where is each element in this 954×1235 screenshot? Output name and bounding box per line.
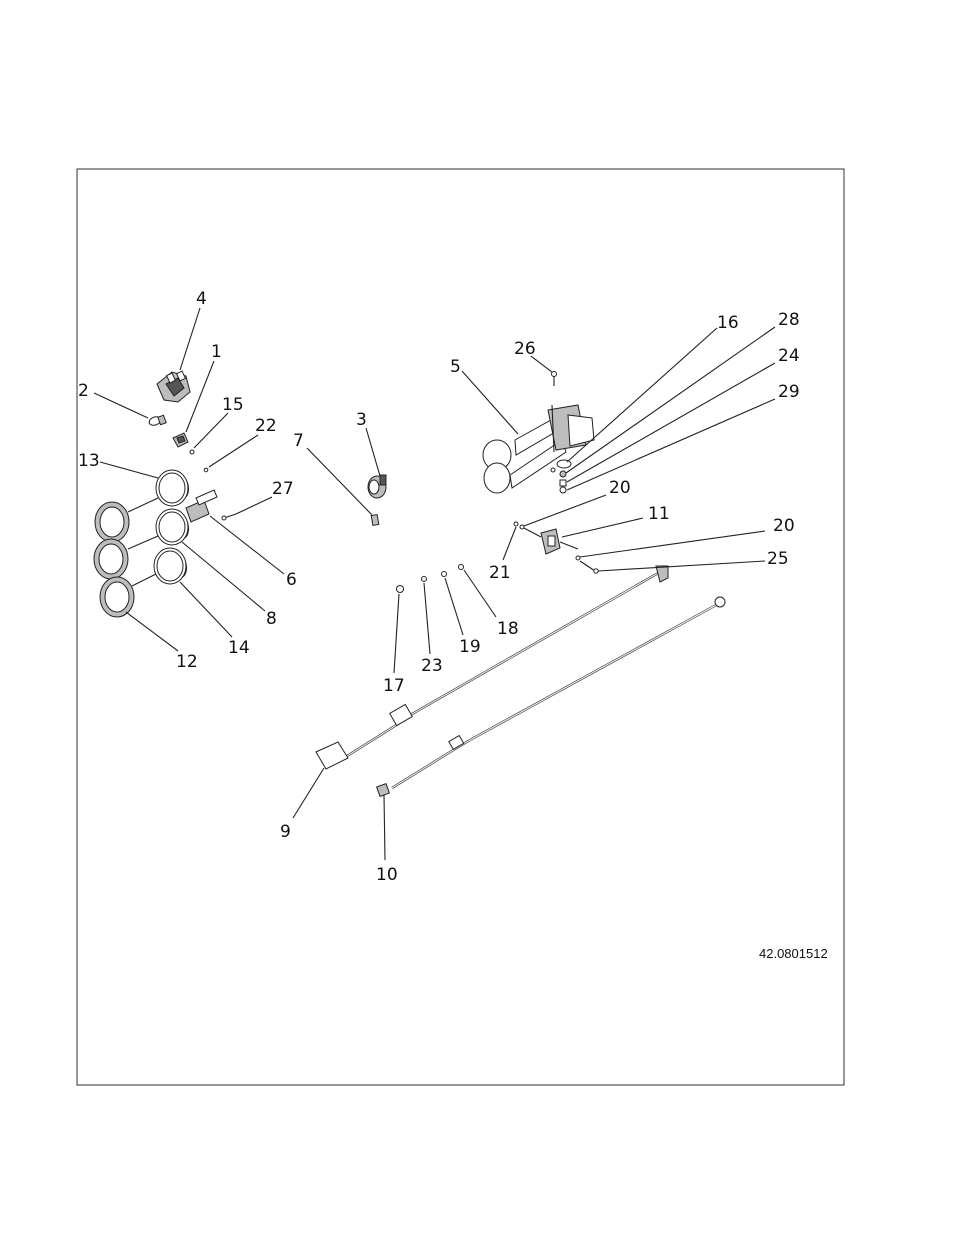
callout-2: 2 <box>78 381 89 401</box>
leader-25 <box>598 561 765 571</box>
leader-20b <box>580 531 765 557</box>
part-20-pin-a <box>520 525 524 529</box>
leader-23 <box>424 583 430 654</box>
leader-8 <box>182 542 265 611</box>
callout-20b: 20 <box>773 516 795 536</box>
callout-25: 25 <box>767 549 789 569</box>
callout-20a: 20 <box>609 478 631 498</box>
part-19-washer <box>442 572 447 577</box>
part-27-pin <box>222 514 236 520</box>
callout-22: 22 <box>255 416 277 436</box>
callout-8: 8 <box>266 609 277 629</box>
callout-17: 17 <box>383 676 405 696</box>
callout-16: 16 <box>717 313 739 333</box>
part-11-valve <box>522 527 578 554</box>
callout-28: 28 <box>778 310 800 330</box>
leader-13 <box>100 462 158 478</box>
part-12-ring-1 <box>95 502 129 542</box>
callout-12: 12 <box>176 652 198 672</box>
callout-21: 21 <box>489 563 511 583</box>
ring-to-lamp-line-2 <box>128 536 158 549</box>
ring-to-lamp-line-1 <box>128 498 158 512</box>
callout-11: 11 <box>648 504 670 524</box>
part-23-washer <box>422 577 427 582</box>
callout-4: 4 <box>196 289 207 309</box>
leader-16 <box>567 328 717 462</box>
part-3-horn-button <box>368 475 386 498</box>
callout-6: 6 <box>286 570 297 590</box>
leader-3 <box>366 428 380 476</box>
part-12-ring-2 <box>94 539 128 579</box>
part-10-cable <box>377 597 725 796</box>
leader-5 <box>462 371 518 434</box>
callout-13: 13 <box>78 451 100 471</box>
part-4-switch <box>157 371 190 402</box>
part-1-socket <box>173 433 188 447</box>
leader-1 <box>186 361 214 432</box>
callout-15: 15 <box>222 395 244 415</box>
part-7-terminal <box>371 515 379 526</box>
leader-4 <box>180 308 200 370</box>
leader-6 <box>210 516 284 574</box>
callout-9: 9 <box>280 822 291 842</box>
leader-17 <box>394 594 399 673</box>
leader-12 <box>126 612 178 651</box>
leader-10 <box>384 795 385 860</box>
leader-20a <box>524 495 606 526</box>
part-21-washer <box>514 522 518 526</box>
callout-19: 19 <box>459 637 481 657</box>
leader-21 <box>503 527 516 560</box>
part-15-screw <box>190 450 194 454</box>
callout-3: 3 <box>356 410 367 430</box>
leader-15 <box>194 413 228 448</box>
part-13-lamp <box>156 469 192 506</box>
callout-18: 18 <box>497 619 519 639</box>
leader-11 <box>562 518 643 537</box>
leader-14 <box>180 582 232 637</box>
part-2-bulb <box>148 415 166 427</box>
leader-28 <box>566 327 775 473</box>
leader-2 <box>94 393 148 418</box>
callout-5: 5 <box>450 357 461 377</box>
part-26-bolt-head <box>552 372 557 377</box>
part-12-ring-3 <box>100 577 134 617</box>
part-20-pin-b <box>576 556 580 560</box>
part-14-lamp <box>154 548 190 584</box>
callout-26: 26 <box>514 339 536 359</box>
leader-9 <box>293 768 324 818</box>
part-18-washer <box>459 565 464 570</box>
callout-7: 7 <box>293 431 304 451</box>
callout-29: 29 <box>778 382 800 402</box>
part-16-28-24-29-fasteners <box>551 460 571 493</box>
callout-23: 23 <box>421 656 443 676</box>
drawing-number: 42.0801512 <box>759 946 828 961</box>
part-25-tube <box>580 561 598 573</box>
callout-14: 14 <box>228 638 250 658</box>
leader-29 <box>567 399 775 490</box>
part-5-air-horn <box>483 405 594 493</box>
part-9-cable <box>316 566 668 769</box>
callout-27: 27 <box>272 479 294 499</box>
part-22-screw <box>204 468 208 472</box>
callout-10: 10 <box>376 865 398 885</box>
leader-24 <box>567 363 775 482</box>
leader-22 <box>209 435 258 467</box>
part-8-lamp <box>156 509 192 545</box>
part-17-washer <box>397 586 404 593</box>
callout-1: 1 <box>211 342 222 362</box>
callout-24: 24 <box>778 346 800 366</box>
leader-27 <box>236 497 272 514</box>
ring-to-lamp-line-3 <box>132 574 156 586</box>
leader-19 <box>445 578 463 635</box>
leader-7 <box>307 448 372 515</box>
